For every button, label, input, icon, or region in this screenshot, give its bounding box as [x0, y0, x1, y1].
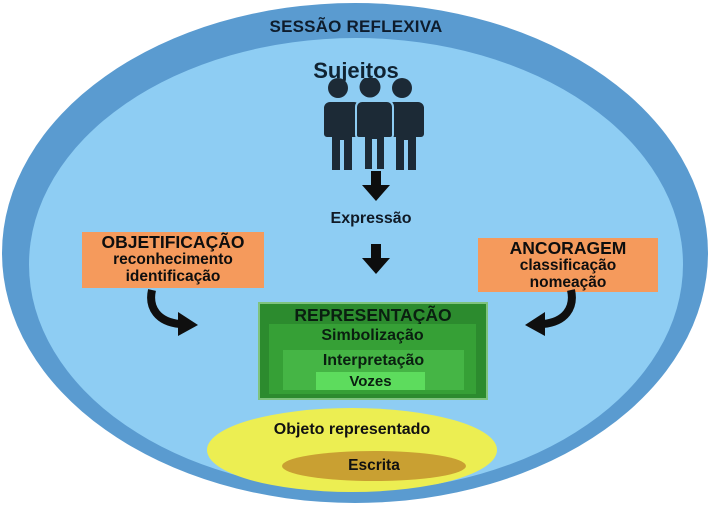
- objectification-box: OBJETIFICAÇÃO reconhecimento identificaç…: [82, 232, 264, 288]
- anchoring-line2: nomeação: [529, 274, 607, 291]
- group-of-people-icon: [322, 78, 424, 170]
- voices-box: Vozes: [316, 372, 425, 390]
- anchoring-line1: classificação: [519, 257, 617, 274]
- arrow-down-icon: [362, 171, 390, 201]
- anchoring-box: ANCORAGEM classificação nomeação: [478, 238, 658, 292]
- expression-label: Expressão: [330, 210, 412, 227]
- anchoring-title: ANCORAGEM: [509, 238, 627, 258]
- interpretation-label: Interpretação: [322, 352, 425, 369]
- objectification-line2: identificação: [125, 268, 221, 285]
- objectification-line1: reconhecimento: [113, 251, 233, 268]
- subjects-title: Sujeitos: [313, 58, 399, 83]
- represented-object-label: Objeto representado: [273, 421, 431, 438]
- curved-arrow-left-icon: [525, 289, 576, 336]
- session-title: SESSÃO REFLEXIVA: [269, 17, 443, 36]
- curved-arrow-right-icon: [147, 289, 198, 336]
- writing-ellipse: Escrita: [282, 451, 466, 481]
- objectification-title: OBJETIFICAÇÃO: [101, 232, 245, 252]
- arrow-down-icon: [362, 244, 390, 274]
- symbolization-label: Simbolização: [321, 327, 424, 344]
- representation-title: REPRESENTAÇÃO: [294, 305, 452, 325]
